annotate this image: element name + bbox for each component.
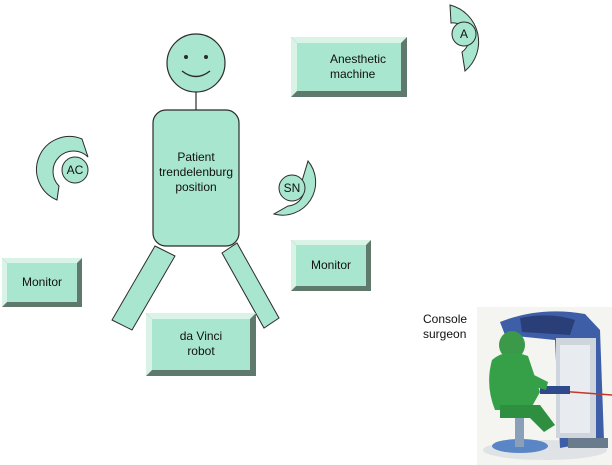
assistant-label: AC [66,163,84,177]
monitor-left-box [2,258,82,307]
da-vinci-robot-label: da Vinci robot [179,329,223,358]
anesthetic-machine-box [291,37,407,97]
scrub-nurse-label: SN [283,181,301,195]
patient-head [166,33,226,93]
anesthetic-machine-label: Anesthetic machine [330,52,387,81]
patient-right-leg [221,242,280,329]
console-surgeon-label: Console surgeon [423,312,468,341]
monitor-right-label: Monitor [310,258,351,272]
patient-left-leg [111,245,176,331]
console-surgeon-image [477,307,612,465]
da-vinci-robot-box [146,313,256,376]
assistant-symbol [36,136,89,201]
patient-body [152,109,240,247]
monitor-right-box [291,240,371,291]
monitor-left-label: Monitor [21,275,62,289]
patient-label: Patient trendelenburg position [158,150,234,194]
anesthesiologist-symbol [449,4,480,72]
anesthesiologist-label: A [459,27,468,41]
scrub-nurse-symbol [272,159,317,216]
